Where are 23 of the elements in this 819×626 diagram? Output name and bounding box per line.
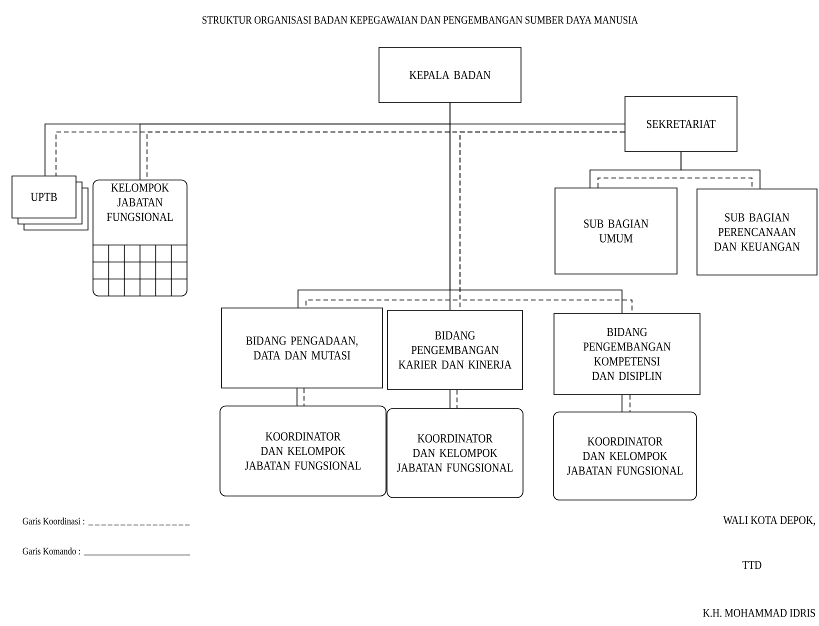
legend-label: Garis Koordinasi : <box>22 517 84 525</box>
rounded-box: KOORDINATOR DAN KELOMPOK JABATAN FUNGSIONAL <box>220 406 386 496</box>
stacked-box: UPTB <box>12 176 88 230</box>
signature-text: WALI KOTA DEPOK, <box>723 516 815 526</box>
signature-text: TTD <box>742 561 762 569</box>
connector-line <box>296 388 298 406</box>
connector-line <box>598 178 752 189</box>
rounded-box: KOORDINATOR DAN KELOMPOK JABATAN FUNGSIONAL <box>386 408 524 498</box>
signature-text: K.H. MOHAMMAD IDRIS <box>703 609 815 617</box>
legend-label: Garis Komando : <box>22 547 80 555</box>
org-box: BIDANG PENGADAAN, DATA DAN MUTASI <box>221 308 383 388</box>
org-box: SEKRETARIAT <box>624 96 738 152</box>
org-box: KEPALA BADAN <box>378 47 522 103</box>
org-box: SUB BAGIAN PERENCANAAN DAN KEUANGAN <box>696 188 818 276</box>
grid-box: KELOMPOK JABATAN FUNGSIONAL <box>92 180 188 296</box>
connector-line <box>456 390 458 408</box>
rounded-box: KOORDINATOR DAN KELOMPOK JABATAN FUNGSIONAL <box>553 412 697 500</box>
connector-line <box>450 102 622 314</box>
org-box: BIDANG PENGEMBANGAN KOMPETENSI DAN DISIPLIN <box>554 313 700 395</box>
org-box: SUB BAGIAN UMUM <box>554 188 678 274</box>
title: STRUKTUR ORGANISASI BADAN KEPEGAWAIAN DAN PENGEMBANGAN SUMBER DAYA MANUSIA <box>202 16 638 24</box>
org-box: BIDANG PENGEMBANGAN KARIER DAN KINERJA <box>387 310 523 390</box>
connector-line <box>680 152 760 189</box>
